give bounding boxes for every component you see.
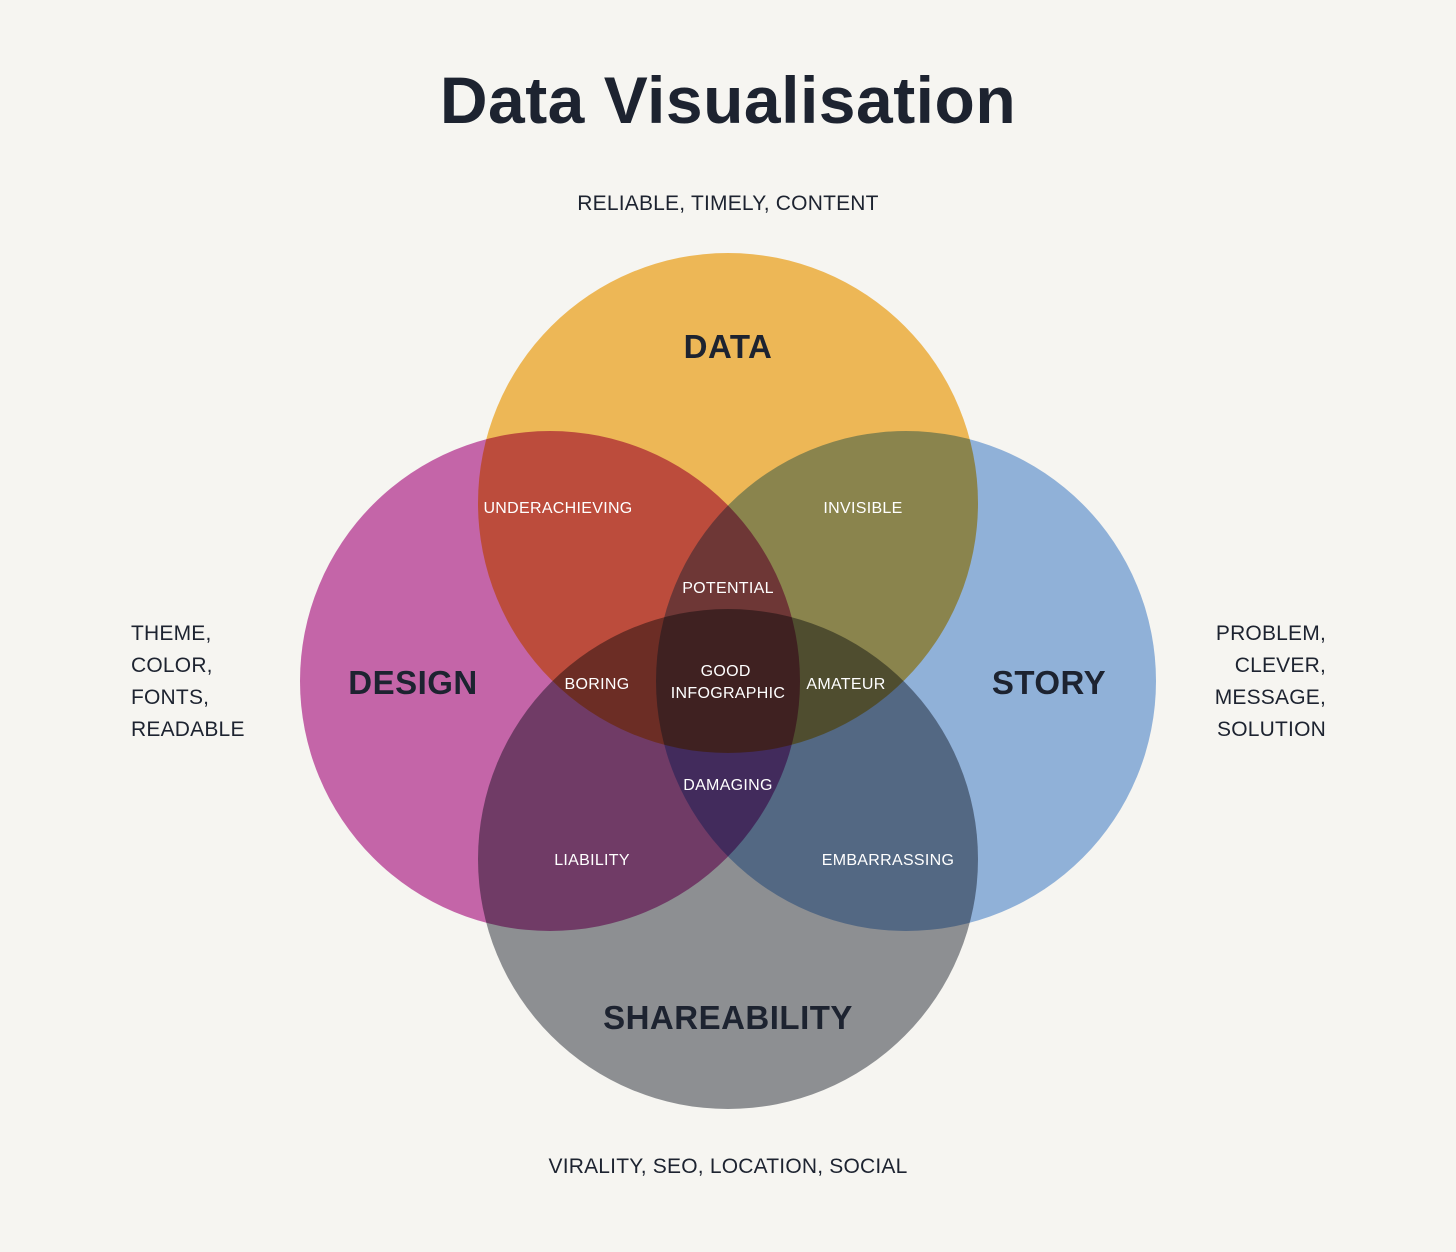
page-title: Data Visualisation: [439, 63, 1017, 137]
design-note-line: COLOR,: [131, 654, 213, 677]
liability-label: LIABILITY: [554, 852, 630, 869]
boring-label: BORING: [565, 676, 630, 693]
shareability-note-line: VIRALITY, SEO, LOCATION, SOCIAL: [548, 1155, 908, 1178]
embarrassing-label: EMBARRASSING: [822, 852, 955, 869]
story-set-label: STORY: [992, 664, 1106, 701]
region-labels: UNDERACHIEVING INVISIBLE POTENTIAL BORIN…: [483, 500, 954, 869]
story-note-line: PROBLEM,: [1215, 622, 1326, 645]
data-note-line: RELIABLE, TIMELY, CONTENT: [577, 192, 879, 215]
story-note: PROBLEM, CLEVER, MESSAGE, SOLUTION: [1126, 618, 1326, 746]
good-infographic-line: INFOGRAPHIC: [671, 685, 785, 702]
design-note-line: THEME,: [131, 622, 212, 645]
venn-circles: [300, 253, 1156, 1109]
design-set-label: DESIGN: [348, 664, 478, 701]
potential-label: POTENTIAL: [682, 580, 774, 597]
design-note-line: FONTS,: [131, 686, 210, 709]
damaging-label: DAMAGING: [683, 777, 773, 794]
good-infographic-label: GOOD INFOGRAPHIC: [671, 663, 785, 702]
design-note-line: READABLE: [131, 718, 245, 741]
invisible-label: INVISIBLE: [823, 500, 902, 517]
story-note-line: CLEVER,: [1234, 654, 1326, 677]
shareability-set-label: SHAREABILITY: [603, 999, 853, 1036]
data-note: RELIABLE, TIMELY, CONTENT: [0, 188, 1456, 220]
shareability-note: VIRALITY, SEO, LOCATION, SOCIAL: [0, 1151, 1456, 1183]
amateur-label: AMATEUR: [806, 676, 885, 693]
shareability-circle: [478, 609, 978, 1109]
set-labels: DATA DESIGN STORY SHAREABILITY: [348, 328, 1106, 1036]
design-note: THEME, COLOR, FONTS, READABLE: [131, 618, 245, 746]
data-set-label: DATA: [684, 328, 773, 365]
underachieving-label: UNDERACHIEVING: [483, 500, 632, 517]
story-note-line: SOLUTION: [1217, 718, 1326, 741]
good-infographic-line: GOOD: [701, 663, 751, 680]
story-note-line: MESSAGE,: [1214, 686, 1326, 709]
